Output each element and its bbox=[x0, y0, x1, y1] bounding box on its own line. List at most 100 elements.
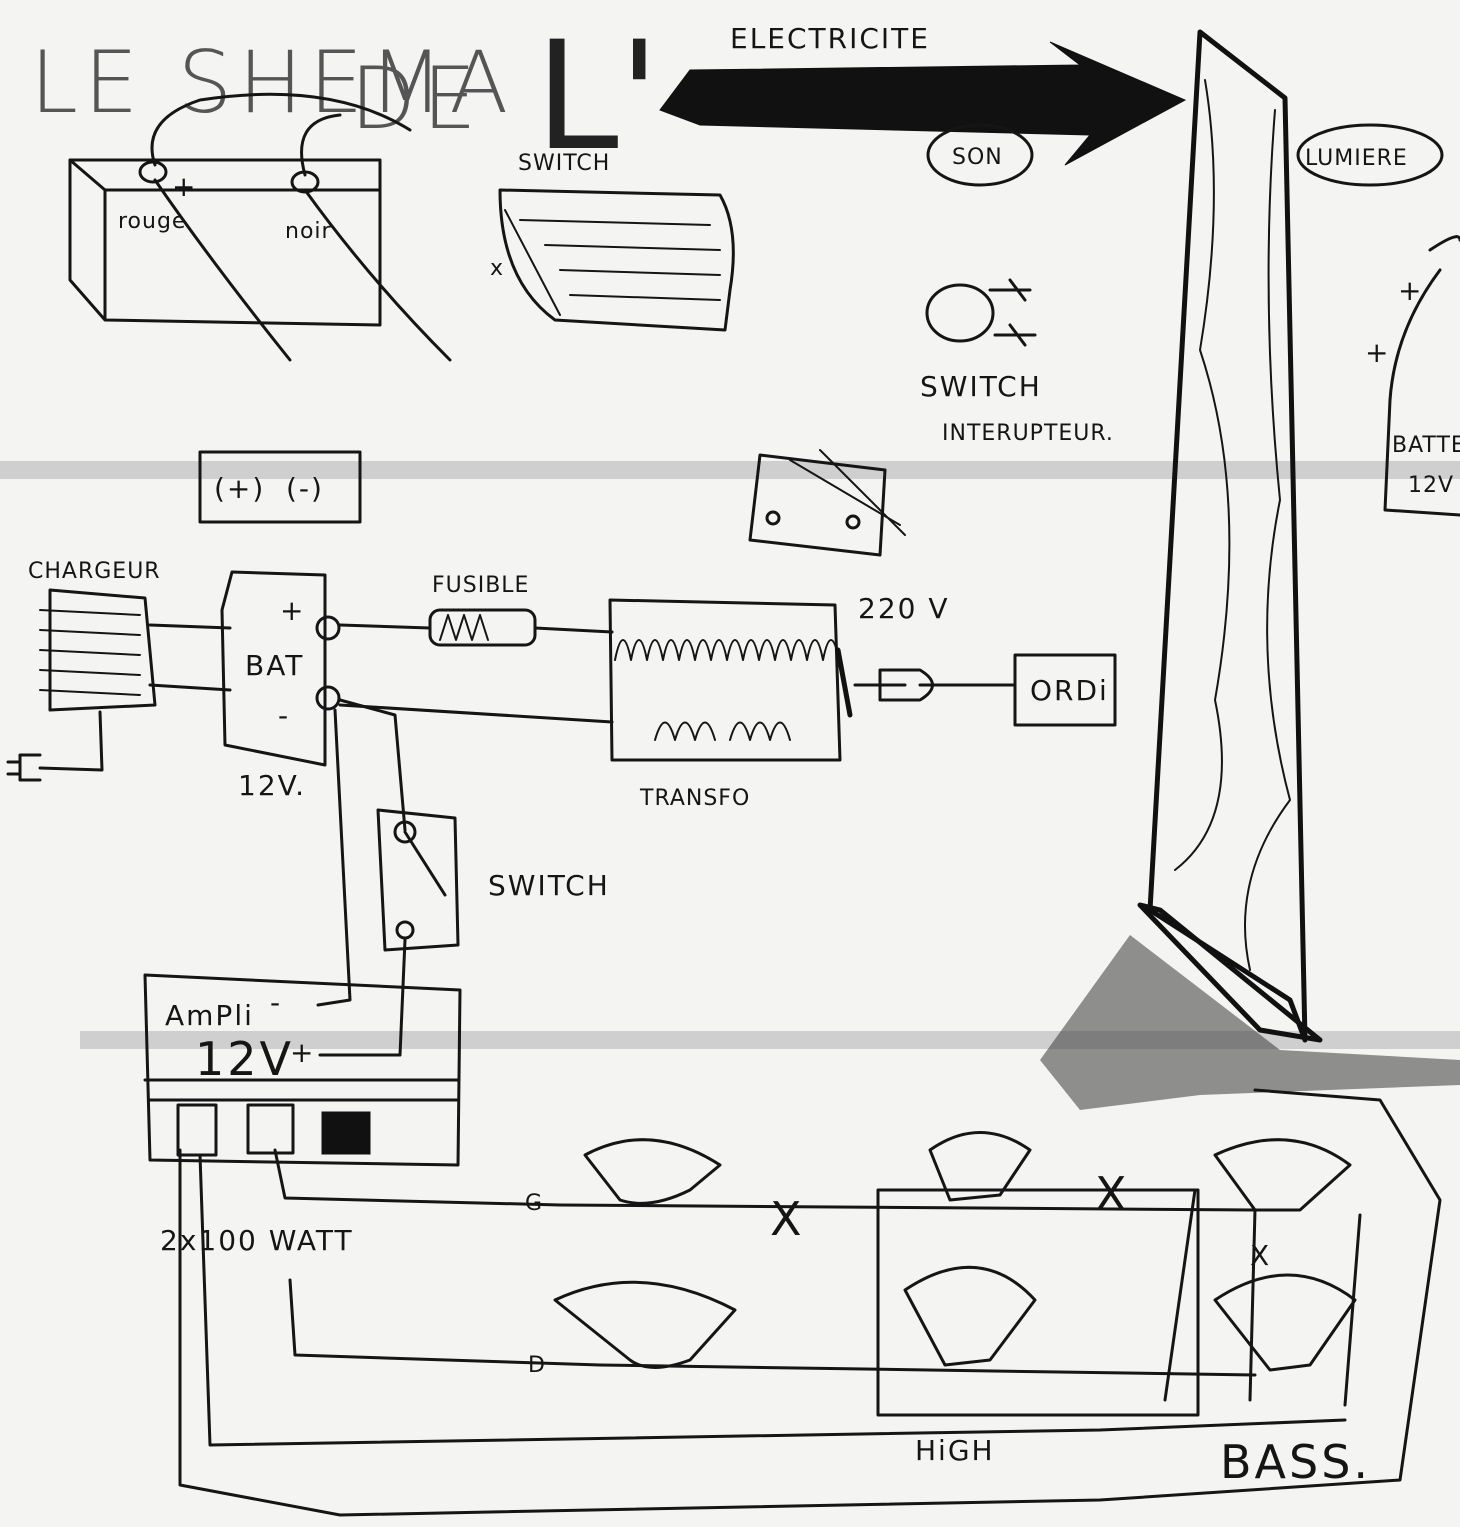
terminal-box-minus: (-) bbox=[286, 472, 324, 505]
high-enclosure bbox=[876, 1188, 1200, 1417]
charger-label: CHARGEUR bbox=[28, 559, 161, 584]
speaker-high-top bbox=[928, 1131, 1032, 1202]
watt-label: 2x100 WATT bbox=[160, 1224, 354, 1257]
bass-label: BASS. bbox=[1220, 1435, 1371, 1489]
high-label: HiGH bbox=[915, 1434, 995, 1467]
battery-top-wire-black bbox=[300, 113, 452, 362]
switch-plate-screw-1 bbox=[765, 510, 781, 526]
switch-top-label: SWITCH bbox=[518, 151, 610, 176]
ampli-output-right bbox=[246, 1103, 295, 1155]
electricity-arrow: ELECTRICITE SON bbox=[659, 22, 1187, 187]
ordi-label: ORDi bbox=[1030, 674, 1109, 707]
transfo-label: TRANSFO bbox=[639, 786, 750, 811]
fuse-body bbox=[428, 608, 537, 647]
lumiere-oval bbox=[1296, 123, 1444, 187]
wire-inner-loop bbox=[198, 1153, 1347, 1447]
wire-right-channel bbox=[288, 1278, 1257, 1377]
title-group: LE SHEMA DE L' bbox=[30, 10, 660, 184]
ampli-heatsink bbox=[321, 1111, 371, 1155]
switch-mid-body bbox=[376, 808, 460, 952]
switch-interrupteur-knob bbox=[925, 283, 995, 343]
speaker-bass-bottom-cone bbox=[1213, 1273, 1357, 1372]
mark-x-2: X bbox=[1095, 1167, 1130, 1221]
panel-outline bbox=[1147, 29, 1308, 1043]
wire-left-channel bbox=[273, 1148, 1257, 1212]
ampli-body bbox=[143, 973, 462, 1167]
switch-interrupteur-line1: SWITCH bbox=[920, 370, 1042, 403]
switch-top-mark: x bbox=[490, 256, 504, 281]
transfo-secondary-coil bbox=[654, 721, 791, 741]
switch-top-body bbox=[498, 188, 735, 332]
switch-plate-screw-2 bbox=[845, 514, 861, 530]
battery-top-plus: + bbox=[172, 170, 197, 203]
speaker-high-top-cone bbox=[928, 1131, 1032, 1202]
ampli-minus: - bbox=[270, 986, 282, 1019]
battery-top-noir: noir bbox=[285, 219, 332, 244]
switch-plate-lever bbox=[789, 449, 906, 536]
bass-enclosure-lines bbox=[1163, 1188, 1362, 1407]
speaker-high-bottom bbox=[903, 1265, 1037, 1367]
bat-minus: - bbox=[278, 699, 290, 732]
switch-interrupteur: SWITCH INTERUPTEUR. bbox=[920, 278, 1114, 446]
fuse-label: FUSIBLE bbox=[432, 573, 529, 598]
switch-top-ridges bbox=[519, 219, 721, 301]
mark-d: D bbox=[528, 1353, 546, 1378]
switch-top-edge bbox=[504, 209, 561, 316]
fuse: FUSIBLE bbox=[338, 573, 614, 647]
terminal-box-frame bbox=[198, 450, 362, 524]
mark-x-3: X bbox=[1250, 1239, 1271, 1272]
switch-mid-contact-2 bbox=[395, 920, 415, 940]
switch-interrupteur-pins bbox=[988, 278, 1037, 347]
ordi: ORDi bbox=[1013, 653, 1117, 727]
ampli-plus: + bbox=[290, 1036, 315, 1069]
fuse-wires bbox=[338, 623, 614, 634]
speaker-left-bottom-cone bbox=[553, 1280, 737, 1369]
title-word-3: L' bbox=[535, 10, 660, 184]
switch-top: SWITCH x bbox=[490, 151, 735, 332]
son-badge-oval bbox=[926, 123, 1034, 187]
speaker-left-bottom bbox=[553, 1280, 737, 1369]
speakers bbox=[553, 1131, 1362, 1417]
arrow-shape bbox=[659, 41, 1187, 166]
title-word-1: LE SHEMA bbox=[30, 33, 514, 133]
speaker-wiring: G D X X X bbox=[178, 1088, 1442, 1517]
charger-plug bbox=[6, 710, 104, 782]
mark-x-1: X bbox=[770, 1192, 805, 1246]
charger-fins bbox=[39, 609, 141, 696]
battery-top-terminal-plus bbox=[138, 160, 168, 184]
battery-right-plus1: + bbox=[1398, 274, 1423, 307]
ordi-box bbox=[1013, 653, 1117, 727]
battery-top: + rouge noir bbox=[68, 92, 452, 362]
ampli-output-left bbox=[176, 1103, 218, 1157]
panel-shadow bbox=[1040, 935, 1460, 1110]
speaker-left-top bbox=[583, 1138, 722, 1205]
battery-right-line1: BATTER bbox=[1392, 433, 1460, 458]
title-word-2: DE bbox=[350, 49, 483, 149]
battery-top-rouge: rouge bbox=[118, 209, 186, 234]
fuse-element bbox=[439, 614, 489, 641]
transfo-wire-minus bbox=[338, 703, 614, 724]
battery-right-line2: 12V bbox=[1408, 473, 1454, 498]
transfo-plug bbox=[853, 668, 1017, 702]
switch-plate-body bbox=[748, 453, 887, 557]
wire-outer-loop bbox=[178, 1088, 1442, 1517]
battery-right-plus2: + bbox=[1365, 336, 1390, 369]
battery-top-body bbox=[68, 158, 382, 327]
panel-base bbox=[1137, 902, 1323, 1043]
son-badge-label: SON bbox=[952, 145, 1003, 170]
background-bleed bbox=[0, 461, 1460, 1049]
ampli-line2: 12V bbox=[195, 1032, 294, 1086]
terminal-box-plus: (+) bbox=[214, 472, 265, 505]
switch-interrupteur-line2: INTERUPTEUR. bbox=[942, 421, 1114, 446]
speaker-left-top-cone bbox=[583, 1138, 722, 1205]
bat-voltage: 12V. bbox=[238, 769, 306, 802]
transfo-socket bbox=[835, 647, 853, 718]
bat-12v: + BAT - 12V. bbox=[220, 570, 341, 802]
panel-crack-right bbox=[1244, 109, 1291, 971]
bat-label: BAT bbox=[245, 649, 304, 682]
speaker-bass-top-cone bbox=[1213, 1138, 1352, 1212]
speaker-high-bottom-cone bbox=[903, 1265, 1037, 1367]
panel-crack-left bbox=[1174, 79, 1231, 871]
